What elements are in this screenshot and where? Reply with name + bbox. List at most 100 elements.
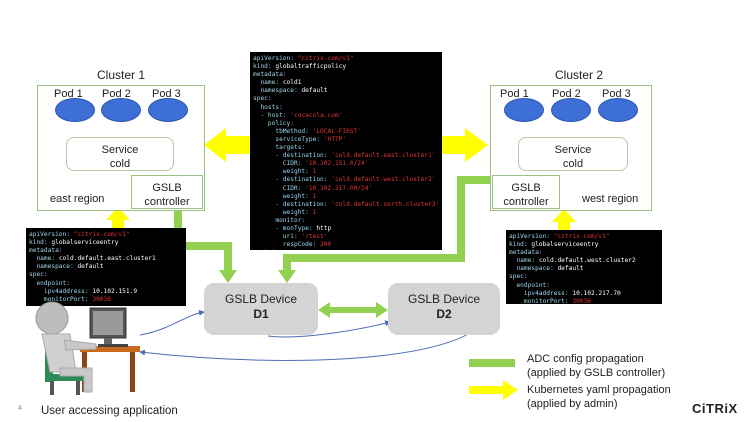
yaml-line: weight: 1 bbox=[253, 168, 317, 176]
yaml-line: name: cold.default.west.cluster2 bbox=[509, 257, 636, 265]
yaml-line: apiVersion: "citrix.com/v1" bbox=[29, 231, 130, 238]
gslb-controller-label: controller bbox=[144, 196, 190, 208]
user-computer-illustration bbox=[35, 301, 140, 395]
yaml-line: ipv4address: 10.102.217.70 bbox=[509, 289, 621, 297]
device-name: GSLB Device bbox=[407, 292, 481, 306]
legend-line: (applied by GSLB controller) bbox=[527, 367, 666, 379]
device-id: D1 bbox=[253, 307, 269, 321]
yaml-line: respCode: 200 bbox=[253, 241, 332, 249]
yaml-line: namespace: default bbox=[253, 87, 328, 95]
user-label: User accessing application bbox=[41, 405, 178, 417]
device-name: GSLB Device bbox=[224, 292, 298, 306]
yaml-line: spec: bbox=[509, 273, 528, 281]
yaml-globalserviceentry-cluster1: apiVersion: "citrix.com/v1"kind: globals… bbox=[26, 228, 186, 306]
yaml-line: kind: globalserviceentry bbox=[509, 241, 599, 249]
device-id: D2 bbox=[436, 307, 452, 321]
yaml-line: weight: 1 bbox=[253, 208, 317, 216]
yaml-line: status: bbox=[253, 249, 439, 250]
cluster2-pod-3 bbox=[598, 98, 638, 122]
yaml-line: kind: globalserviceentry bbox=[29, 239, 119, 247]
service-name: cold bbox=[562, 158, 584, 170]
yaml-line: hosts: bbox=[253, 103, 283, 111]
legend-line: Kubernetes yaml propagation bbox=[527, 384, 671, 396]
gslb-controller-label: controller bbox=[503, 196, 549, 208]
page-number: 4 bbox=[18, 405, 22, 412]
yaml-line: CIDR: '10.102.151.0/24' bbox=[253, 160, 369, 168]
gslb-device-d1: GSLB Device D1 bbox=[204, 283, 318, 335]
yaml-line: name: cold1 bbox=[253, 79, 302, 87]
gslb-controller-label: GSLB bbox=[152, 182, 182, 194]
yellow-arrow-to-cluster2 bbox=[440, 128, 488, 162]
yaml-line: monitor: bbox=[253, 216, 306, 224]
gslb-device-d2: GSLB Device D2 bbox=[388, 283, 500, 335]
cluster2-region: west region bbox=[582, 193, 639, 205]
cluster1-pod-label: Pod 2 bbox=[102, 88, 131, 100]
cluster1-title: Cluster 1 bbox=[96, 68, 146, 82]
yaml-line: - destination: 'cold.default.east.cluste… bbox=[253, 152, 436, 160]
yaml-globalserviceentry-cluster2: apiVersion: "citrix.com/v1"kind: globals… bbox=[506, 230, 662, 304]
yaml-line: spec: bbox=[253, 95, 272, 103]
yaml-line: - destination: 'cold.default.west.cluste… bbox=[253, 176, 436, 184]
cluster1-pod-1 bbox=[55, 98, 95, 122]
yaml-line: name: cold.default.east.cluster1 bbox=[29, 255, 156, 263]
yaml-line: uri: '/test' bbox=[253, 233, 328, 241]
green-arrow-controller1-to-d1 bbox=[174, 207, 232, 271]
cluster1-pod-3 bbox=[148, 98, 188, 122]
cluster2-gslb-controller: GSLB controller bbox=[492, 175, 560, 209]
green-arrow-controller2-to-d1 bbox=[283, 176, 494, 271]
cluster2-title: Cluster 2 bbox=[554, 68, 604, 82]
legend-line: ADC config propagation bbox=[527, 353, 644, 365]
legend-yellow-text: Kubernetes yaml propagation (applied by … bbox=[527, 383, 671, 411]
yaml-line: CIDR: '10.102.217.00/24' bbox=[253, 184, 373, 192]
gslb-controller-label: GSLB bbox=[511, 182, 541, 194]
cluster2-pod-label: Pod 2 bbox=[552, 88, 581, 100]
yaml-line: monitorPort: 30036 bbox=[509, 297, 591, 304]
yaml-line: serviceType: 'HTTP' bbox=[253, 135, 347, 143]
legend-green-swatch bbox=[469, 359, 515, 367]
cluster1-gslb-controller: GSLB controller bbox=[131, 175, 203, 209]
legend-yellow-swatch bbox=[469, 380, 518, 400]
service-name: cold bbox=[109, 158, 131, 170]
service-label: Service bbox=[554, 144, 592, 156]
cluster2-pod-1 bbox=[504, 98, 544, 122]
yaml-line: monitorPort: 30036 bbox=[29, 295, 111, 303]
yaml-line: ipv4address: 10.102.151.9 bbox=[29, 287, 138, 295]
blue-line-user-to-d1 bbox=[139, 309, 205, 336]
cluster1-pod-2 bbox=[101, 98, 141, 122]
green-arrowhead-d1 bbox=[219, 270, 237, 283]
yaml-line: metadata: bbox=[29, 247, 63, 255]
green-double-arrowhead-right bbox=[376, 302, 388, 318]
yaml-line: weight: 1 bbox=[253, 192, 317, 200]
yaml-line: namespace: default bbox=[29, 263, 104, 271]
yaml-line: - monType: http bbox=[253, 224, 332, 232]
yaml-line: metadata: bbox=[253, 71, 287, 79]
yaml-line: - host: 'cocacola.com' bbox=[253, 111, 343, 119]
yellow-arrow-up-cluster1 bbox=[106, 207, 130, 228]
yellow-arrow-up-cluster2 bbox=[552, 209, 576, 230]
legend-green-text: ADC config propagation (applied by GSLB … bbox=[527, 352, 665, 380]
service-label: Service bbox=[101, 144, 139, 156]
cluster2-pod-label: Pod 1 bbox=[500, 88, 529, 100]
yaml-line: spec: bbox=[29, 271, 48, 279]
cluster1-region: east region bbox=[50, 193, 105, 205]
legend-line: (applied by admin) bbox=[527, 398, 618, 410]
blue-line-d1-to-d2 bbox=[267, 320, 391, 338]
cluster2-pod-2 bbox=[551, 98, 591, 122]
yaml-line: metadata: bbox=[509, 249, 543, 257]
yaml-line: apiVersion: "citrix.com/v1" bbox=[509, 233, 610, 240]
yaml-line: namespace: default bbox=[509, 265, 584, 273]
cluster1-pod-label: Pod 1 bbox=[54, 88, 83, 100]
green-double-arrowhead-left bbox=[318, 302, 330, 318]
cluster1-service: Service cold bbox=[66, 137, 174, 171]
yellow-arrow-to-cluster1 bbox=[204, 128, 250, 162]
yaml-line: endpoint: bbox=[509, 281, 550, 289]
yaml-line: endpoint: bbox=[29, 279, 70, 287]
cluster2-pod-label: Pod 3 bbox=[602, 88, 631, 100]
yaml-line: apiVersion: "citrix.com/v1" bbox=[253, 55, 354, 62]
cluster1-pod-label: Pod 3 bbox=[152, 88, 181, 100]
yaml-line: kind: globaltrafficpolicy bbox=[253, 63, 347, 71]
yaml-line: - destination: 'cold.default.north.clust… bbox=[253, 200, 440, 208]
cluster2-service: Service cold bbox=[518, 137, 628, 171]
citrix-logo: CiTRiX bbox=[692, 401, 738, 416]
